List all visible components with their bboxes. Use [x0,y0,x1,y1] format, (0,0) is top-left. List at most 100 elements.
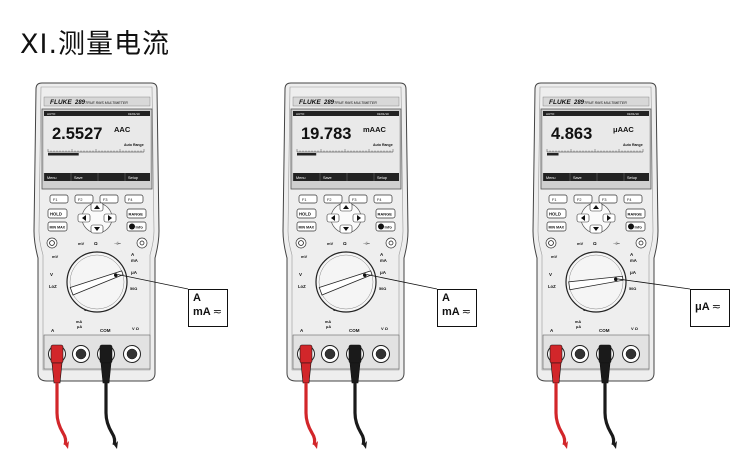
probe-wire [554,383,567,446]
minmax-button [47,221,68,232]
probe-boot [599,362,611,384]
callout-line1: A [193,292,201,304]
probe-wire [55,383,68,446]
probe-boot [300,362,312,384]
model-description: TRUE RMS MULTIMETER [334,101,377,105]
display-screen [543,111,649,181]
dial-label-ua: μA [630,270,637,275]
probe-tip [564,441,568,449]
dial-label-50: 50Ω [130,287,137,291]
probe-tip [613,441,617,449]
dial-callout-1: A mA≂ [188,289,228,327]
backlight-icon [388,240,394,246]
jack-socket-inner [625,348,637,360]
probe-boot [349,362,361,384]
f-key-label: F3 [602,198,606,202]
backlight-icon [638,240,644,246]
dial-label-50: 50Ω [629,287,636,291]
f-key-button [373,194,393,204]
backlight-button [136,237,148,249]
jack-socket-inner [375,348,387,360]
arrow-left-icon [581,215,585,221]
softkey-label: Save [74,176,83,180]
jack-label-a: A [300,328,304,333]
jack-label-ma: mA [325,320,331,324]
probe-tip [314,441,318,449]
softkey-label: Setup [128,176,138,180]
hold-label: HOLD [50,212,62,217]
dial-label-ua: μA [380,270,387,275]
dial-pointer [568,275,624,291]
dial-label-loz: LoZ [298,284,306,289]
rotary-dial-ring [69,254,125,310]
brand-strip [542,96,650,107]
f-key-label: F4 [627,198,631,202]
brand-logo: FLUKE [549,99,571,106]
model-number: 289 [323,100,335,106]
range-label-btn: RANGE [129,212,144,217]
dial-label-ma: mA [131,258,138,263]
f-key-button [598,194,618,204]
jack-label-ua: μA [326,325,331,329]
f-key-button [124,194,144,204]
dial-label-mv: mV [78,241,85,246]
arrow-left-icon [82,215,86,221]
softkey-bar [44,173,150,181]
bargraph-fill [297,153,317,156]
red-test-lead [299,344,318,449]
dial-pointer-dot [362,273,367,277]
dial-label-v: V [549,272,552,277]
meter-inner-outline [537,86,654,371]
dial-pointer-dot [113,273,118,277]
dial-label-a: A [630,252,634,257]
bargraph-fill [48,153,79,156]
brand-strip [292,96,400,107]
jack-label-v: V Ω [132,326,140,331]
status-bar [44,111,150,116]
backlight-button [635,237,647,249]
softkey-label: Menu [47,176,57,180]
probe-wire [304,383,317,446]
status-text: AUTO [47,112,56,116]
reading-unit: AAC [114,125,131,134]
dial-label-ua: μA [131,270,138,275]
dial-label-mv2: mV [551,254,558,259]
dial-label-cap: ⊣⊢ [363,241,370,246]
arrow-down-icon [593,227,599,231]
arrow-up-icon [94,205,100,209]
status-date: 01/01/10 [627,112,639,116]
model-number: 289 [573,100,585,106]
jack-socket-inner [574,348,586,360]
dial-label-v: V [299,272,302,277]
backlight-icon [139,240,145,246]
display-screen [44,111,150,181]
hold-button [296,208,317,219]
status-date: 01/01/10 [128,112,140,116]
red-test-lead [549,344,568,449]
f-key-button [623,194,643,204]
probe-boot [550,362,562,384]
callout-line1: A [442,292,450,304]
info-label: Info [385,225,393,230]
callout-line2: mA≂ [442,306,471,318]
info-icon [378,223,384,230]
status-bar [293,111,399,116]
softkey-label: Save [573,176,582,180]
callout-leader [617,278,691,290]
arrow-right-icon [357,215,361,221]
page-title: XI.测量电流 [20,29,171,60]
callout-leader [117,274,189,290]
display-screen [293,111,399,181]
jack-label-a: A [51,328,55,333]
f-key-button [99,194,119,204]
range-label: Auto Range [623,143,643,147]
softkey-label: Setup [627,176,637,180]
power-button [295,237,307,249]
status-text: AUTO [296,112,305,116]
softkey-label: Setup [377,176,387,180]
jack-label-com: COM [349,328,360,333]
f-key-label: F1 [302,198,306,202]
